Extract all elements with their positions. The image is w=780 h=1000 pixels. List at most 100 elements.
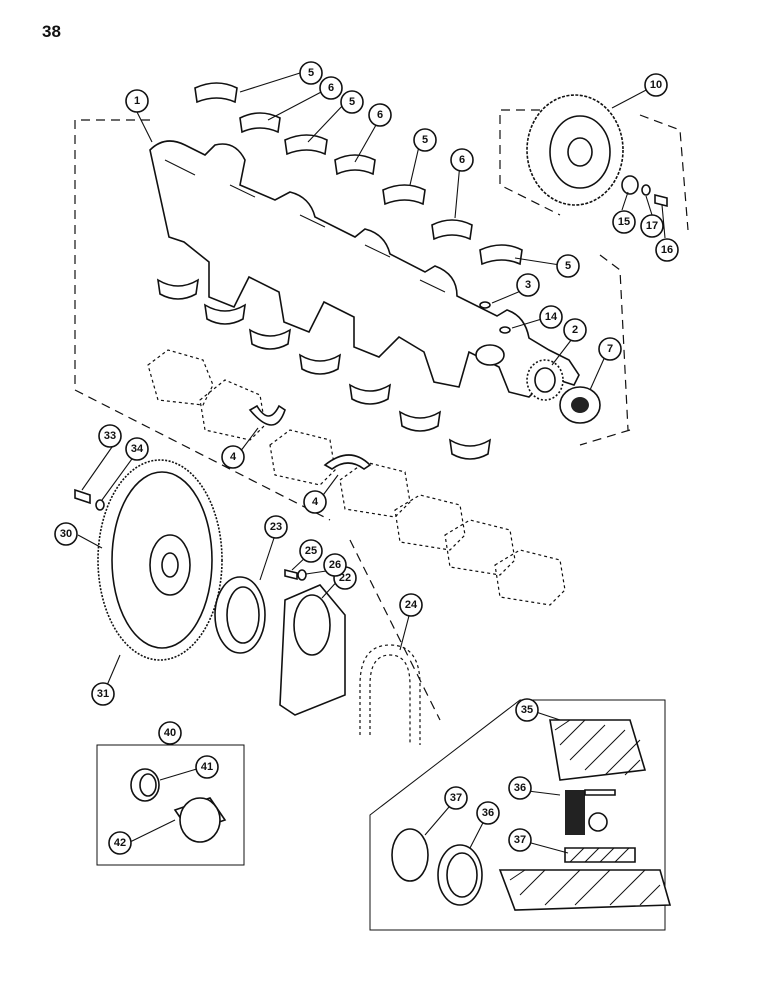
damper-bolt: [654, 193, 668, 208]
crankshaft-flange-section: [549, 719, 647, 781]
callout-26: 26: [323, 553, 347, 577]
callout-16: 16: [655, 238, 679, 262]
svg-text:5: 5: [349, 96, 355, 108]
svg-text:4: 4: [230, 451, 237, 463]
rear-seal: [214, 576, 266, 654]
svg-text:34: 34: [131, 443, 144, 455]
woodruff-key-3: [479, 301, 491, 309]
svg-text:42: 42: [114, 837, 126, 849]
crankshaft-gear: [526, 359, 564, 401]
svg-text:35: 35: [521, 704, 533, 716]
upper-main-bearing-shells: [194, 82, 523, 266]
callout-36b: 36: [476, 801, 500, 825]
retainer-washer: [297, 569, 307, 581]
callout-5d: 5: [556, 254, 580, 278]
callout-35: 35: [515, 698, 539, 722]
svg-text:1: 1: [134, 95, 140, 107]
svg-text:37: 37: [450, 792, 462, 804]
callout-5a: 5: [299, 61, 323, 85]
svg-text:37: 37: [514, 834, 526, 846]
svg-text:15: 15: [618, 216, 630, 228]
rear-seal-retainer: [279, 584, 346, 716]
callout-17: 17: [640, 214, 664, 238]
callout-14: 14: [539, 305, 563, 329]
callout-6c: 6: [450, 148, 474, 172]
svg-text:26: 26: [329, 559, 341, 571]
callout-7: 7: [598, 337, 622, 361]
callout-4a: 4: [221, 445, 245, 469]
svg-text:6: 6: [328, 82, 334, 94]
wear-sleeve: [130, 768, 160, 802]
callout-3: 3: [516, 273, 540, 297]
svg-text:5: 5: [308, 67, 314, 79]
page-number: 38: [42, 22, 61, 41]
svg-text:17: 17: [646, 220, 658, 232]
svg-text:4: 4: [312, 496, 319, 508]
crankshaft: [149, 140, 580, 398]
damper-washer: [621, 175, 639, 195]
callout-15: 15: [612, 210, 636, 234]
lower-main-bearing-shells: [156, 278, 492, 460]
svg-text:6: 6: [459, 154, 465, 166]
crankshaft-group-outline: [74, 119, 631, 721]
seal-detail-box: [369, 699, 666, 931]
svg-text:10: 10: [650, 79, 662, 91]
svg-text:33: 33: [104, 430, 116, 442]
callout-34: 34: [125, 437, 149, 461]
callout-41: 41: [195, 755, 219, 779]
svg-text:24: 24: [405, 599, 418, 611]
front-seal: [559, 386, 601, 424]
callout-30: 30: [54, 522, 78, 546]
svg-text:36: 36: [482, 807, 494, 819]
callout-5b: 5: [340, 90, 364, 114]
flywheel-bolt: [74, 488, 91, 505]
callout-33: 33: [98, 424, 122, 448]
svg-text:22: 22: [339, 572, 351, 584]
sleeve-section: [564, 847, 636, 863]
callout-23: 23: [264, 515, 288, 539]
callout-31: 31: [91, 682, 115, 706]
retainer-bolt: [284, 568, 298, 581]
svg-text:41: 41: [201, 761, 213, 773]
sleeve-kit-box: [96, 744, 245, 866]
flywheel-washer: [95, 499, 105, 511]
damper-lockwasher: [641, 184, 651, 196]
svg-text:7: 7: [607, 343, 613, 355]
callout-37b: 37: [508, 828, 532, 852]
svg-text:5: 5: [565, 260, 571, 272]
damper-group-outline: [499, 109, 689, 231]
svg-text:25: 25: [305, 545, 317, 557]
callout-4b: 4: [303, 490, 327, 514]
crankshaft-end-section: [498, 869, 672, 911]
svg-text:2: 2: [572, 324, 578, 336]
callout-10: 10: [644, 73, 668, 97]
callout-2: 2: [563, 318, 587, 342]
thrust-washer-upper: [248, 404, 286, 426]
callout-36a: 36: [508, 776, 532, 800]
callout-25: 25: [299, 539, 323, 563]
svg-text:31: 31: [97, 688, 109, 700]
svg-text:36: 36: [514, 782, 526, 794]
svg-text:40: 40: [164, 727, 176, 739]
svg-text:16: 16: [661, 244, 673, 256]
callout-6a: 6: [319, 76, 343, 100]
callout-42: 42: [108, 831, 132, 855]
woodruff-key-14: [499, 326, 511, 334]
svg-text:30: 30: [60, 528, 72, 540]
svg-text:5: 5: [422, 134, 428, 146]
callout-6b: 6: [368, 103, 392, 127]
detail-seal: [437, 844, 483, 906]
detail-sleeve: [391, 828, 429, 882]
flywheel: [97, 459, 223, 661]
installation-tool: [173, 797, 227, 843]
callout-24: 24: [399, 593, 423, 617]
svg-text:3: 3: [525, 279, 531, 291]
thrust-washer-lower: [323, 454, 372, 470]
callout-37a: 37: [444, 786, 468, 810]
rear-seal-gasket: [359, 644, 421, 745]
callout-5c: 5: [413, 128, 437, 152]
seal-section: [565, 789, 616, 835]
callout-1: 1: [125, 89, 149, 113]
svg-text:6: 6: [377, 109, 383, 121]
